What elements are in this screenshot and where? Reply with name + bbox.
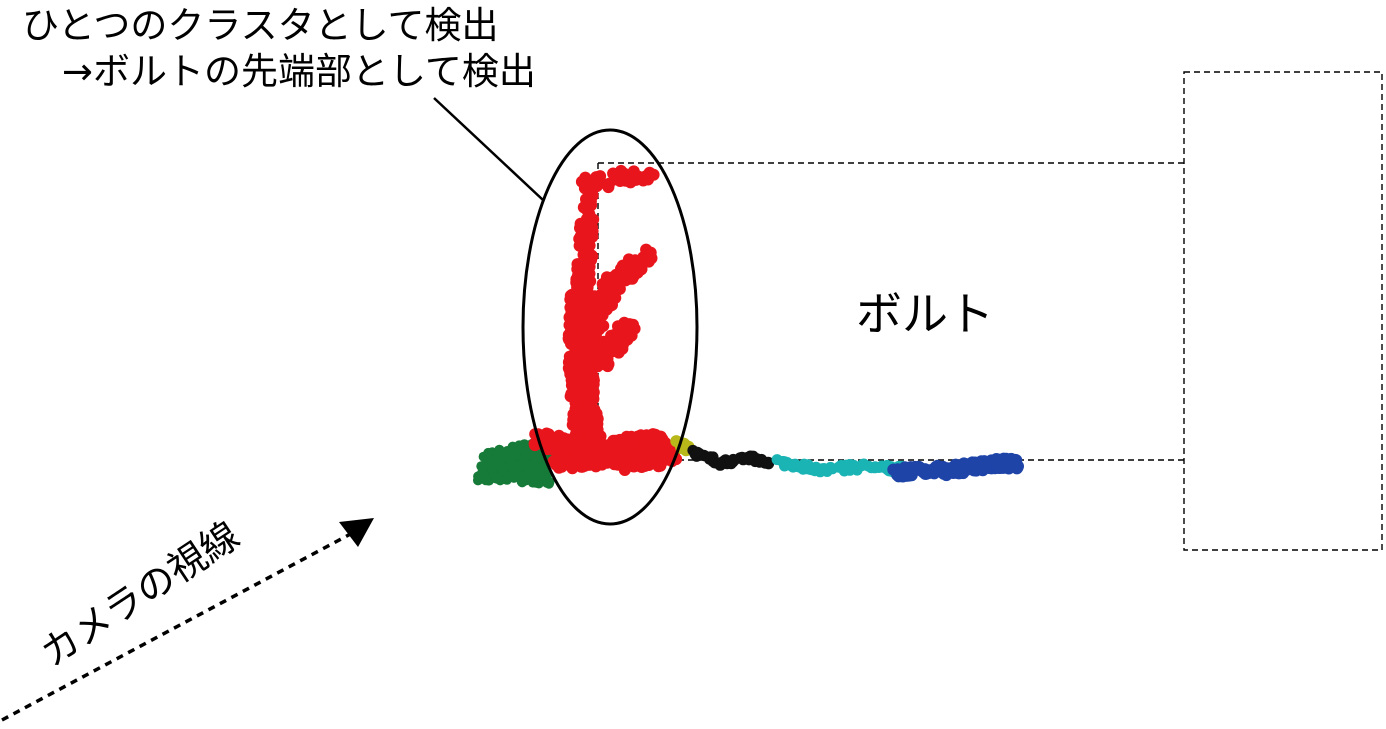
red-point xyxy=(583,458,596,471)
black-point xyxy=(691,446,703,458)
red-point xyxy=(579,181,591,194)
cyan-point xyxy=(816,463,828,475)
cyan-point xyxy=(799,461,811,473)
red-point xyxy=(586,369,599,382)
green-point xyxy=(514,462,525,473)
red-point xyxy=(579,277,592,290)
red-point xyxy=(642,173,654,186)
blue-point xyxy=(899,461,911,474)
red-point xyxy=(563,364,576,377)
red-point xyxy=(607,167,620,180)
red-point xyxy=(587,301,600,314)
black-point xyxy=(704,452,716,464)
red-point xyxy=(586,189,599,202)
cyan-point xyxy=(869,462,881,474)
red-point xyxy=(577,264,590,276)
arrowhead-icon xyxy=(339,518,374,547)
blue-point xyxy=(1003,461,1016,474)
annotation-text-line1: ひとつのクラスタとして検出 xyxy=(22,4,499,47)
red-point xyxy=(614,439,626,452)
green-point xyxy=(535,470,546,481)
red-point xyxy=(579,202,592,215)
red-point xyxy=(579,322,592,334)
camera-gaze-label: カメラの視線 xyxy=(33,513,247,676)
red-point xyxy=(554,455,567,468)
red-point xyxy=(618,464,631,476)
red-point xyxy=(582,310,595,323)
red-point xyxy=(568,442,580,455)
green-point xyxy=(514,440,525,451)
red-point xyxy=(593,455,606,468)
green-point xyxy=(483,447,494,458)
cluster-blue xyxy=(887,452,1024,483)
red-point xyxy=(641,249,654,262)
camera-gaze-arrow-line xyxy=(1,528,359,722)
red-point xyxy=(575,332,588,345)
annotation-text-line2: →ボルトの先端部として検出 xyxy=(62,50,536,93)
detection-ellipse xyxy=(521,128,699,526)
red-point xyxy=(575,363,588,376)
red-point xyxy=(636,458,648,470)
red-point xyxy=(590,417,603,430)
green-point xyxy=(491,473,502,484)
blue-point xyxy=(960,458,973,471)
bolt-head-outline xyxy=(1183,71,1383,551)
red-point xyxy=(585,350,598,363)
bolt-outline xyxy=(597,71,1383,551)
blue-point xyxy=(971,457,984,470)
red-point xyxy=(590,175,602,188)
red-point xyxy=(566,288,579,301)
cyan-point xyxy=(778,456,790,467)
cluster-black xyxy=(687,444,775,471)
red-point xyxy=(610,338,623,351)
cyan-point xyxy=(789,460,801,472)
red-point xyxy=(606,286,619,299)
cluster-red xyxy=(528,164,683,476)
green-point xyxy=(523,468,534,479)
red-point xyxy=(582,292,594,305)
cyan-point xyxy=(849,462,861,474)
red-point xyxy=(621,173,634,186)
cyan-point xyxy=(835,461,847,473)
green-point xyxy=(506,458,517,469)
bolt-label: ボルト xyxy=(856,287,994,341)
black-point xyxy=(742,451,754,463)
red-point xyxy=(586,385,599,398)
green-point xyxy=(536,462,546,473)
black-point xyxy=(756,455,768,466)
red-point xyxy=(583,216,595,229)
annotation-leader-line xyxy=(433,97,544,201)
red-point xyxy=(566,327,579,340)
green-point xyxy=(487,458,498,469)
red-point xyxy=(656,444,669,457)
red-point xyxy=(569,297,582,310)
blue-point xyxy=(949,466,962,479)
green-point xyxy=(473,471,484,482)
red-point xyxy=(654,459,667,472)
blue-point xyxy=(991,458,1004,470)
blue-point xyxy=(923,464,936,477)
red-point xyxy=(621,333,634,346)
blue-point xyxy=(912,461,925,474)
red-point xyxy=(635,263,648,276)
green-point xyxy=(531,454,542,465)
black-point xyxy=(724,455,736,467)
red-point xyxy=(558,437,571,450)
red-point xyxy=(571,354,584,367)
red-point xyxy=(644,445,656,457)
red-point xyxy=(596,278,609,290)
green-point xyxy=(524,447,535,458)
green-point xyxy=(497,462,507,473)
red-point xyxy=(581,236,594,249)
blue-point xyxy=(981,458,994,470)
green-point xyxy=(507,450,518,461)
red-point xyxy=(570,395,583,408)
red-point xyxy=(594,439,607,452)
